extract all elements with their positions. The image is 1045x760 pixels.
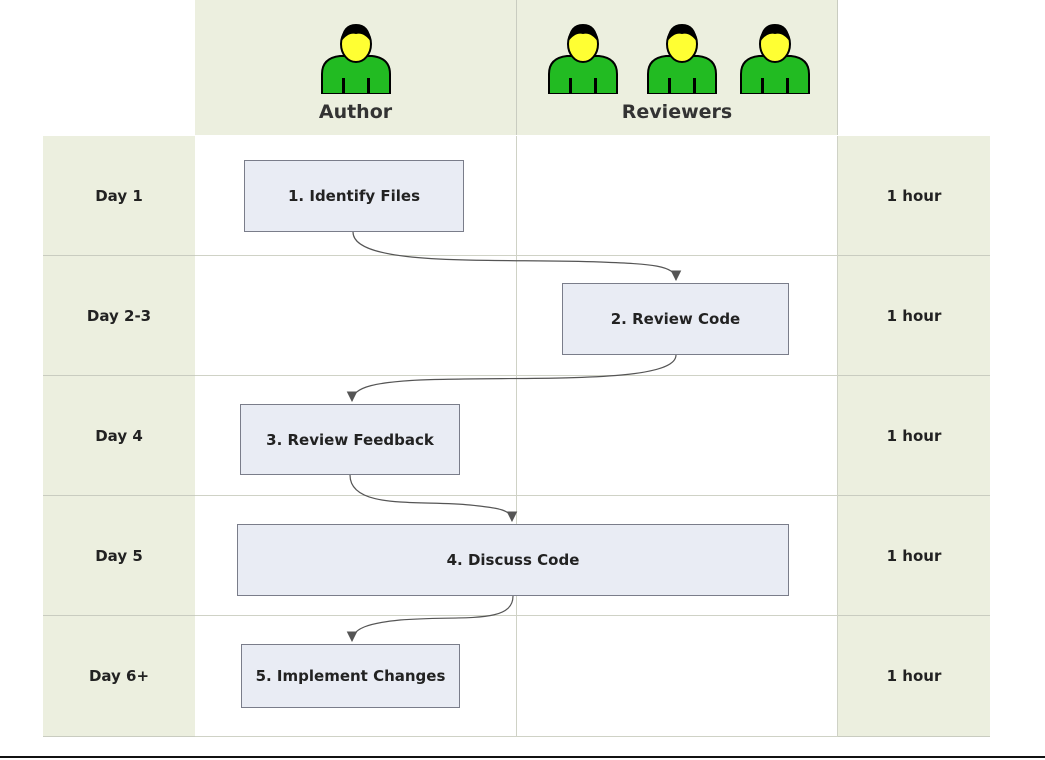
step-review-code: 2. Review Code (562, 283, 789, 355)
arrow-2-to-3 (346, 354, 677, 403)
step-discuss-code: 4. Discuss Code (237, 524, 789, 596)
person-icon (321, 24, 391, 94)
reviewers-cell (517, 136, 838, 256)
reviewers-cell (517, 376, 838, 496)
author-lane-header: Author (195, 0, 517, 135)
duration-label: 1 hour (838, 616, 990, 737)
day-label: Day 1 (43, 136, 195, 256)
day-label: Day 5 (43, 496, 195, 616)
person-icon (740, 24, 810, 94)
reviewers-cell (517, 616, 838, 737)
reviewers-lane-title: Reviewers (621, 101, 733, 123)
day-label: Day 6+ (43, 616, 195, 737)
duration-label: 1 hour (838, 256, 990, 376)
person-icon (548, 24, 618, 94)
arrow-4-to-5 (346, 595, 514, 643)
step-implement-changes: 5. Implement Changes (241, 644, 460, 708)
duration-label: 1 hour (838, 376, 990, 496)
person-icon (647, 24, 717, 94)
step-review-feedback: 3. Review Feedback (240, 404, 460, 475)
reviewers-lane-header: Reviewers (517, 0, 838, 135)
author-cell (195, 256, 517, 376)
step-identify-files: 1. Identify Files (244, 160, 464, 232)
day-label: Day 4 (43, 376, 195, 496)
duration-label: 1 hour (838, 136, 990, 256)
arrow-1-to-2 (352, 231, 682, 282)
duration-label: 1 hour (838, 496, 990, 616)
arrow-3-to-4 (349, 474, 518, 523)
bottom-rule (0, 756, 1045, 758)
day-label: Day 2-3 (43, 256, 195, 376)
author-lane-title: Author (318, 101, 393, 123)
